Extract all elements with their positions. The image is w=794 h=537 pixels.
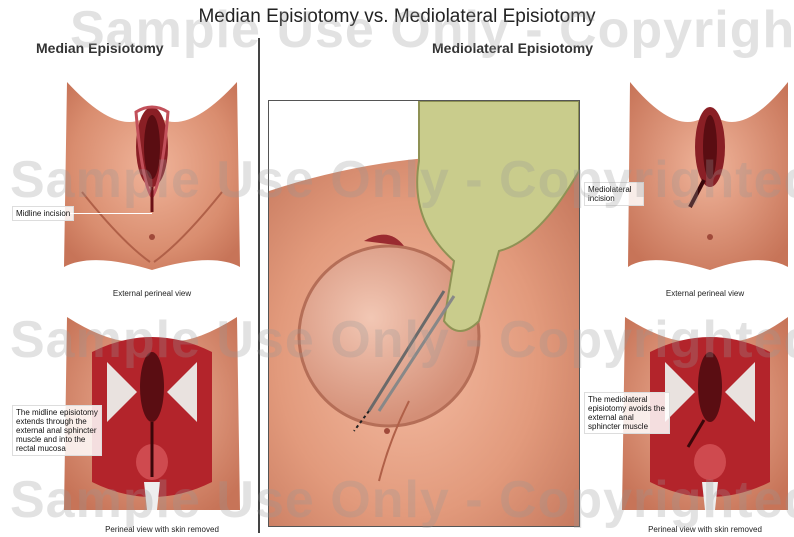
- mediolateral-external-view: [600, 72, 790, 272]
- midline-incision-label: Midline incision: [12, 206, 74, 221]
- mediolateral-incision-label: Mediolateral incision: [584, 182, 644, 206]
- mediolateral-avoids-label: The mediolateral episiotomy avoids the e…: [584, 392, 670, 434]
- mediolateral-external-caption: External perineal view: [630, 289, 780, 298]
- center-illustration-frame: [268, 100, 580, 527]
- figure-title: Median Episiotomy vs. Mediolateral Episi…: [0, 6, 794, 28]
- midline-extends-label: The midline episiotomy extends through t…: [12, 405, 102, 456]
- median-external-caption: External perineal view: [72, 289, 232, 298]
- mediolateral-external-illustration: [600, 72, 790, 272]
- mediolateral-muscle-caption: Perineal view with skin removed: [620, 525, 790, 534]
- median-external-view: [62, 72, 242, 272]
- section-divider: [258, 38, 260, 533]
- median-external-illustration: [62, 72, 242, 272]
- median-heading: Median Episiotomy: [36, 40, 164, 56]
- median-muscle-caption: Perineal view with skin removed: [72, 525, 252, 534]
- mediolateral-procedure-illustration: [269, 101, 579, 526]
- midline-leader-line: [70, 213, 152, 214]
- mediolateral-heading: Mediolateral Episiotomy: [432, 40, 593, 56]
